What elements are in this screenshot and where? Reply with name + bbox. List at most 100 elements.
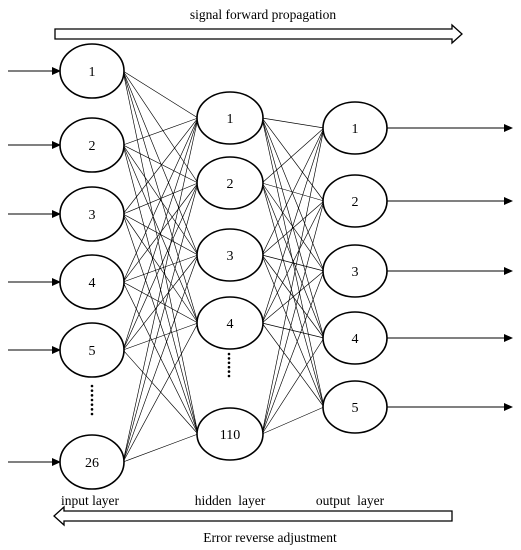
hidden-node-3: 3 [196, 228, 264, 282]
connection-input-1-to-hidden-4 [122, 70, 199, 324]
connection-hidden-1-to-output-3 [261, 117, 325, 272]
hidden-node-circle [196, 296, 264, 350]
input-node-6: 26 [59, 434, 125, 490]
connection-input-3-to-hidden-5 [122, 213, 199, 435]
output-node-circle [322, 380, 388, 434]
connection-input-1-to-hidden-1 [122, 70, 199, 119]
connection-input-6-to-hidden-5 [122, 433, 199, 463]
connection-input-5-to-hidden-2 [122, 182, 199, 351]
connection-input-5-to-hidden-3 [122, 254, 199, 351]
hidden-node-label: 1 [227, 112, 234, 127]
connection-input-4-to-hidden-2 [122, 182, 199, 283]
input-node-2: 2 [59, 117, 125, 173]
connection-hidden-3-to-output-5 [261, 254, 325, 408]
output-node-3: 3 [322, 244, 388, 298]
input-node-circle [59, 186, 125, 242]
ellipsis-dot [90, 389, 94, 392]
connection-hidden-3-to-output-2 [261, 200, 325, 256]
input-node-circle [59, 254, 125, 310]
output-node-5: 5 [322, 380, 388, 434]
ellipsis-dot [227, 352, 231, 356]
input-node-circle [59, 434, 125, 490]
input-node-circle [59, 43, 125, 99]
connection-hidden-5-to-output-5 [261, 406, 325, 435]
ellipsis-dot [90, 398, 94, 402]
connection-input-1-to-hidden-3 [122, 70, 199, 256]
connection-input-1-to-hidden-5 [122, 70, 199, 435]
hidden-node-label: 4 [227, 317, 234, 332]
connection-input-6-to-hidden-1 [122, 117, 199, 463]
connection-input-6-to-hidden-3 [122, 254, 199, 463]
hidden-node-label: 3 [227, 249, 234, 264]
connection-hidden-2-to-output-5 [261, 182, 325, 408]
output-node-circle [322, 174, 388, 228]
connection-hidden-3-to-output-4 [261, 254, 325, 339]
ellipsis-dot [227, 370, 231, 373]
connection-hidden-4-to-output-2 [261, 200, 325, 324]
output-node-label: 3 [352, 265, 359, 280]
connection-input-4-to-hidden-1 [122, 117, 199, 283]
error-adjustment-arrow [53, 505, 453, 527]
input-node-1: 1 [59, 43, 125, 99]
input-node-circle [59, 117, 125, 173]
forward-propagation-label: signal forward propagation [190, 7, 336, 22]
hidden-node-circle [196, 156, 264, 210]
ellipsis-dot [227, 357, 231, 360]
hidden-node-label: 110 [220, 428, 240, 443]
connection-hidden-2-to-output-4 [261, 182, 325, 339]
connection-hidden-1-to-output-1 [261, 117, 325, 129]
ellipsis-dot [90, 412, 94, 416]
input-node-label: 4 [89, 276, 96, 291]
hidden-node-label: 2 [227, 177, 234, 192]
connection-hidden-3-to-output-3 [261, 254, 325, 272]
input-node-label: 3 [89, 208, 96, 223]
input-node-4: 4 [59, 254, 125, 310]
ellipsis-dot [227, 365, 231, 369]
connection-hidden-4-to-output-3 [261, 270, 325, 324]
input-node-3: 3 [59, 186, 125, 242]
hidden-node-circle [196, 91, 264, 145]
ellipsis-dot [90, 394, 94, 397]
ellipsis-dot [90, 403, 94, 406]
hidden-node-circle [196, 228, 264, 282]
output-node-label: 1 [352, 122, 359, 137]
output-node-4: 4 [322, 311, 388, 365]
output-layer-title: output layer [316, 493, 385, 508]
connection-hidden-5-to-output-4 [261, 337, 325, 435]
connection-input-3-to-hidden-2 [122, 182, 199, 215]
hidden-node-2: 2 [196, 156, 264, 210]
ellipsis-dot [90, 384, 94, 388]
output-node-2: 2 [322, 174, 388, 228]
connection-hidden-5-to-output-1 [261, 127, 325, 435]
output-node-1: 1 [322, 101, 388, 155]
connection-input-1-to-hidden-2 [122, 70, 199, 184]
connection-input-6-to-hidden-2 [122, 182, 199, 463]
connections [122, 70, 325, 463]
output-node-circle [322, 101, 388, 155]
connection-input-4-to-hidden-3 [122, 254, 199, 283]
hidden-layer-title: hidden layer [195, 493, 266, 508]
output-node-circle [322, 244, 388, 298]
output-node-label: 2 [352, 195, 359, 210]
input-node-circle [59, 322, 125, 378]
input-node-label: 2 [89, 139, 96, 154]
input-node-label: 26 [85, 456, 99, 471]
connection-hidden-4-to-output-4 [261, 322, 325, 339]
hidden-node-1: 1 [196, 91, 264, 145]
connection-hidden-2-to-output-3 [261, 182, 325, 272]
output-node-label: 4 [352, 332, 359, 347]
ellipsis-dot [90, 408, 94, 411]
forward-propagation-arrow [54, 23, 463, 45]
input-node-label: 1 [89, 65, 96, 80]
connection-input-2-to-hidden-2 [122, 144, 199, 184]
input-layer-title: input layer [61, 493, 120, 508]
ellipsis-dots [90, 352, 231, 416]
connection-input-2-to-hidden-1 [122, 117, 199, 146]
hidden-node-4: 4 [196, 296, 264, 350]
connection-hidden-5-to-output-2 [261, 200, 325, 435]
hidden-node-circle [196, 407, 264, 461]
connection-hidden-4-to-output-5 [261, 322, 325, 408]
connection-hidden-4-to-output-1 [261, 127, 325, 324]
